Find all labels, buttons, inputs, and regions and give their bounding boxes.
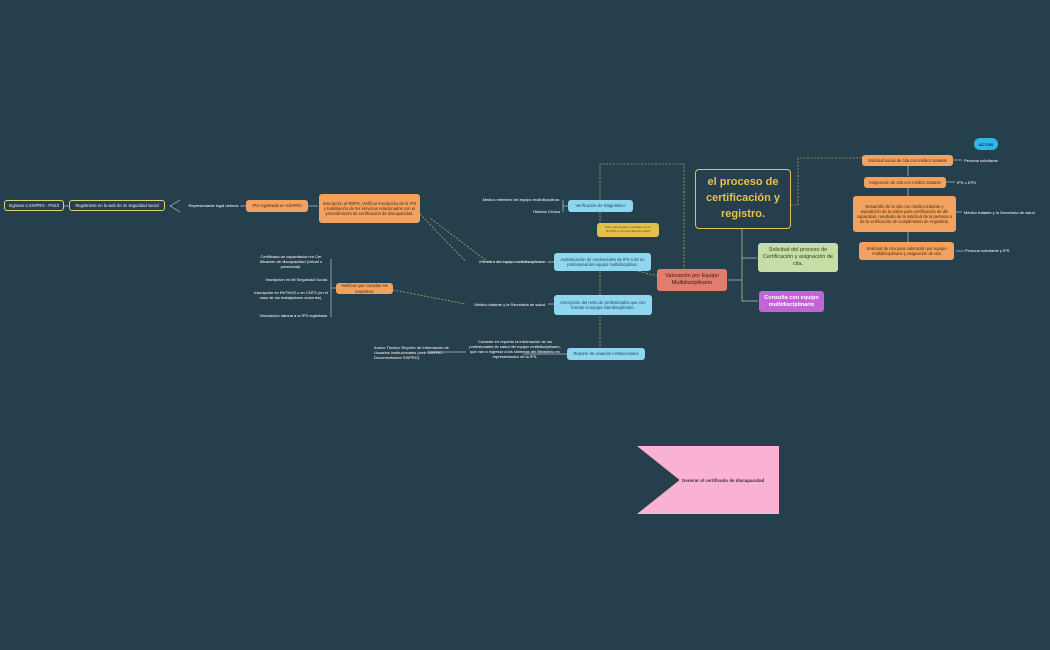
autenticacion-credenciales[interactable]: Autenticación de credenciales de IPS s d… <box>554 253 651 271</box>
step-asignacion-cita[interactable]: Asignación de cita con médico tratante <box>864 177 946 188</box>
inscripcion-reps[interactable]: Inscripción al REPS, Verificar inscripci… <box>319 194 420 223</box>
verificar-requisitos[interactable]: Verificar que cumplan los requisitos: <box>336 283 393 294</box>
actor-persona-ips: Persona solicitante y IPS <box>965 248 1010 253</box>
requisito-mi-seguridad: Inscripción en Mi Seguridad Social. <box>265 277 328 282</box>
label-historia-clinica: Historia Clínica <box>533 209 560 214</box>
ingresar-sispro[interactable]: Ingresar a SISPRO - PISIS <box>4 200 64 211</box>
inscripcion-profesionales[interactable]: Inscripción del resto de profesionales q… <box>554 295 652 315</box>
requisito-certificado: Certificado de capacitación en Cer tific… <box>259 254 323 269</box>
step-desarrollo-cita[interactable]: Desarrollo de la cita con médico tratant… <box>853 196 956 232</box>
verificacion-diagnostico[interactable]: Verificación de Diagnóstico <box>568 200 633 212</box>
reporte-usuarios[interactable]: Reporte de usuarios institucionales <box>567 348 645 360</box>
label-miembro-equipo: Miembro del equipo multidisciplinario <box>479 259 545 264</box>
requisito-vinculacion: Vinculación laboral a la IPS registrada. <box>259 313 328 318</box>
generar-certificado-label: Generar el certificado de discapacidad <box>681 477 765 483</box>
actor-ips-eps: IPS o EPS <box>957 180 976 185</box>
solicitud-node[interactable]: Solicitud del proceso de Certificación y… <box>758 243 838 272</box>
label-medico-secretaria: Médico tratante y la Secretaria de salud <box>474 302 545 307</box>
reporte-descripcion: Consiste en reportar la información de l… <box>469 339 561 359</box>
label-medico-miembro: Medico miembro del equipo multidisciplin… <box>482 197 560 202</box>
registrarse-web[interactable]: Registrarse en la web de mi seguridad so… <box>69 200 165 211</box>
requisito-rethus: Inscripción en ReTHUS o en CNTS (en el c… <box>254 290 328 300</box>
consulta-node[interactable]: Consulta con equipo multidisciplinario <box>759 291 824 312</box>
actor-persona-solicitante: Persona solicitante <box>964 158 998 163</box>
note-paralelo[interactable]: Este paso puede ir paralelo con el RLCPD… <box>597 223 659 237</box>
actor-badge: ACTOR <box>974 138 998 150</box>
actor-medico-secretaria: Médico tratante y la Secretaría de salud <box>964 210 1035 215</box>
generar-certificado-node[interactable]: Generar el certificado de discapacidad <box>637 446 779 514</box>
label-representante: Representante legal deberá: <box>188 203 239 208</box>
valoracion-node[interactable]: Valoración por Equipo Multidisciplinario <box>657 269 727 291</box>
ips-registrada[interactable]: IPS registrada en SISPRO <box>246 200 308 212</box>
central-topic[interactable]: el proceso de certificación y registro. <box>695 169 791 229</box>
step-solicitud-inicial[interactable]: Solicitud inicial de cita con médico tra… <box>862 155 953 166</box>
anexo-tecnico: Anexo Técnico Reporte de Información de … <box>374 345 449 360</box>
step-solicitud-valoracion[interactable]: Solicitud de cita para valoración por eq… <box>859 242 954 260</box>
